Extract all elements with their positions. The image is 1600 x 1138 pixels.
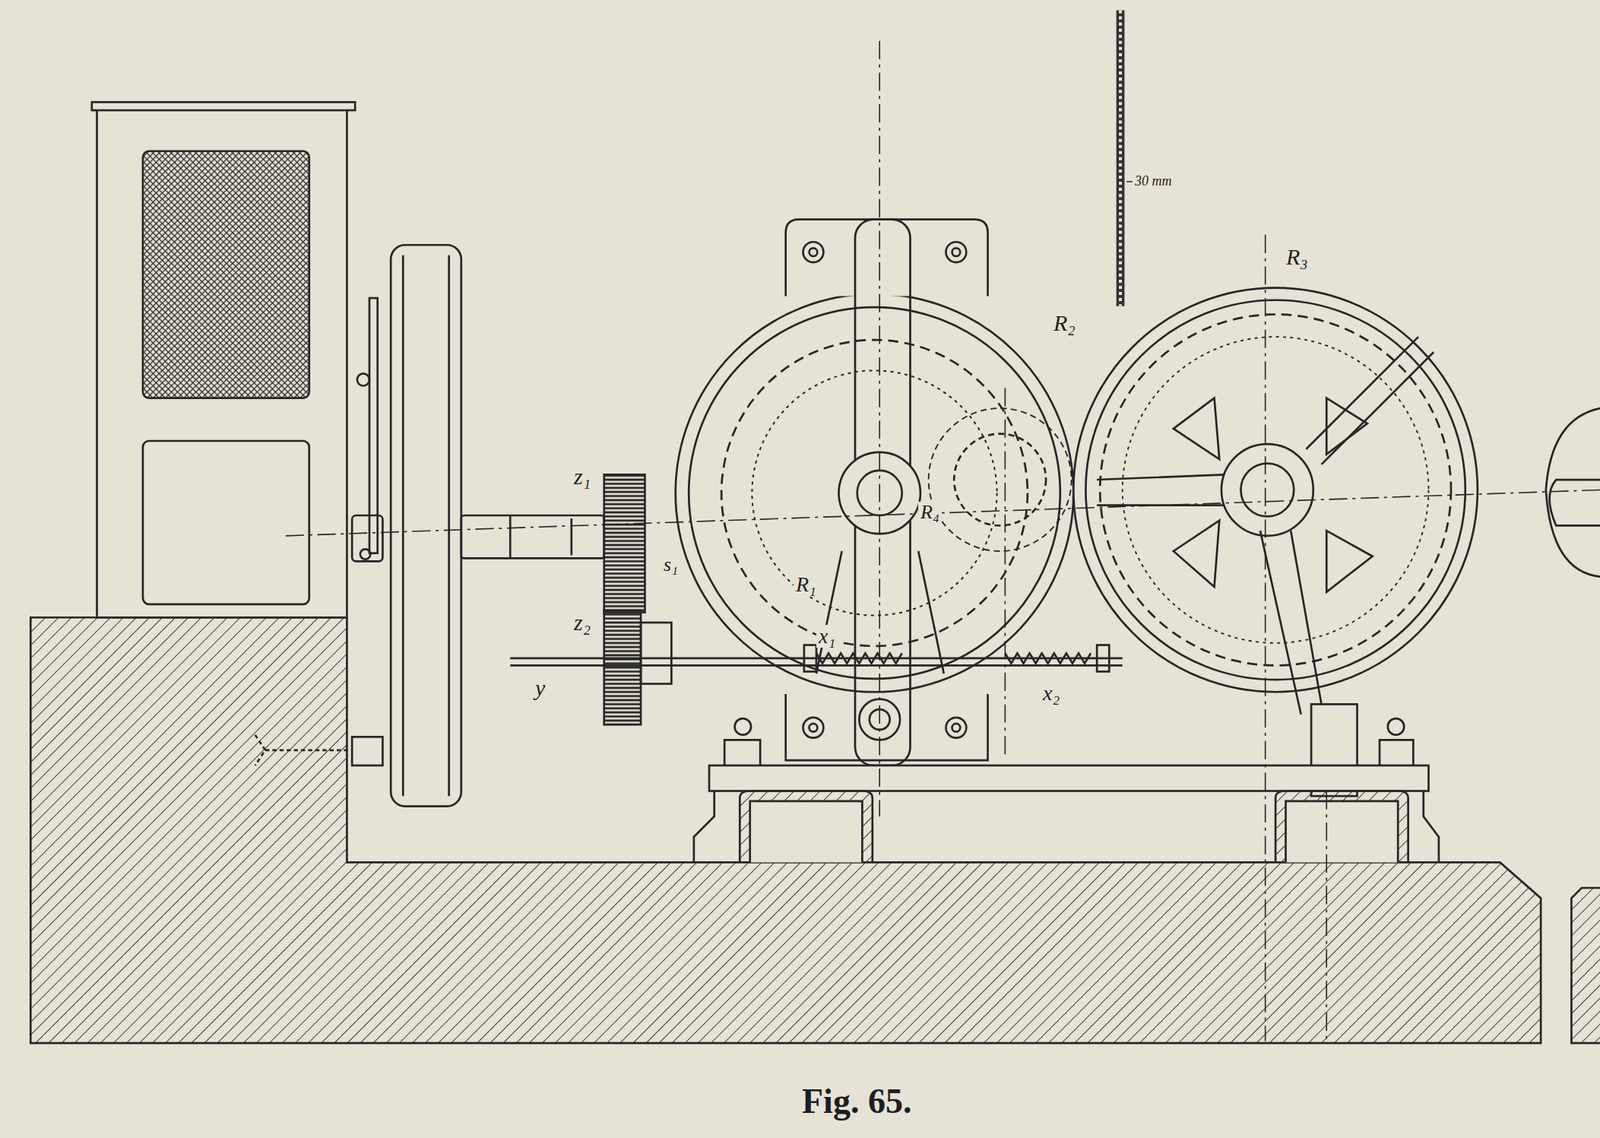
part-label: y	[532, 675, 548, 701]
part-label: z₂	[571, 610, 593, 635]
part-label: R₁	[793, 573, 819, 596]
part-label: s₁	[661, 554, 681, 576]
figure-caption: Fig. 65.	[801, 1083, 912, 1119]
part-label: x₁	[816, 624, 838, 648]
part-label: x₂	[1040, 681, 1062, 705]
part-label: R₂	[1051, 310, 1078, 336]
part-label: R₄	[918, 501, 942, 523]
part-label: 30 mm	[1132, 173, 1175, 189]
part-label: R₃	[1283, 244, 1311, 270]
part-label: z₁	[571, 464, 593, 489]
